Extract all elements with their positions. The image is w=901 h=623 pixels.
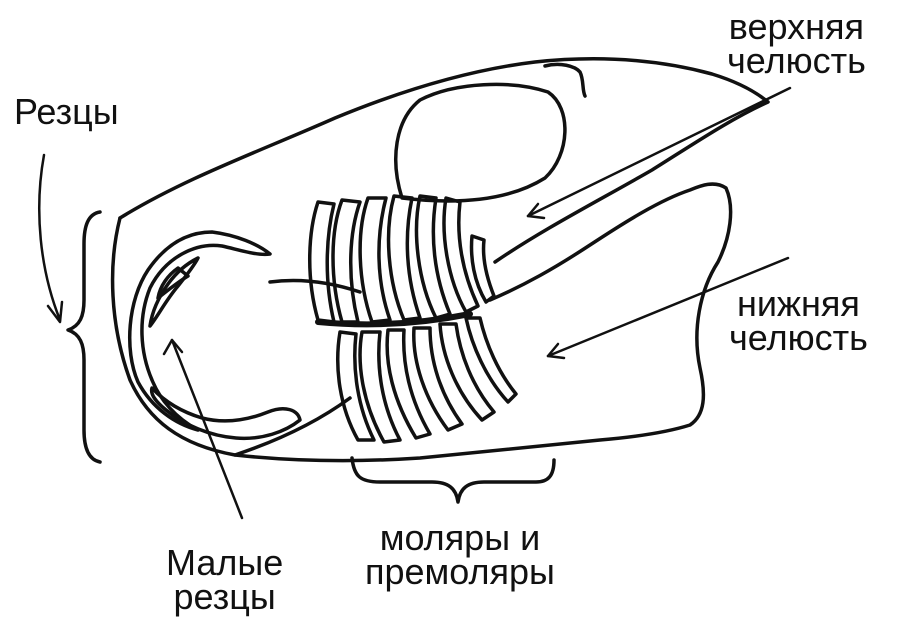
upper-jaw-label-line1: верхняя: [727, 10, 866, 44]
upper-jaw-lobe: [396, 84, 565, 201]
upper-jaw-label: верхняя челюсть: [727, 10, 866, 78]
molars-label-line2: премоляры: [365, 555, 555, 589]
lower-jaw-label-line2: челюсть: [729, 321, 868, 355]
incisors-arrow: [39, 155, 60, 320]
incisors-label-text: Резцы: [14, 95, 119, 129]
upper-jaw-label-line2: челюсть: [727, 44, 866, 78]
incisor-upper: [130, 232, 270, 430]
lower-jaw-label: нижняя челюсть: [729, 287, 868, 355]
skull-bump: [545, 64, 585, 96]
small-incisors-label: Малые резцы: [166, 546, 283, 614]
cheek-line: [270, 280, 360, 292]
small-incisors-arrowhead: [164, 340, 182, 354]
lower-jaw-label-line1: нижняя: [729, 287, 868, 321]
molars-brace: [352, 458, 554, 502]
small-incisors-label-line2: резцы: [166, 580, 283, 614]
lower-molars: [338, 318, 516, 442]
small-incisors-arrow: [172, 340, 242, 518]
upper-jaw-arrow: [528, 88, 790, 216]
incisors-brace: [68, 212, 100, 462]
molars-label: моляры и премоляры: [365, 521, 555, 589]
upper-molars: [310, 196, 494, 322]
molars-label-line1: моляры и: [365, 521, 555, 555]
incisor-inner-upper: [150, 258, 198, 326]
small-incisors-label-line1: Малые: [166, 546, 283, 580]
incisors-label: Резцы: [14, 95, 119, 129]
